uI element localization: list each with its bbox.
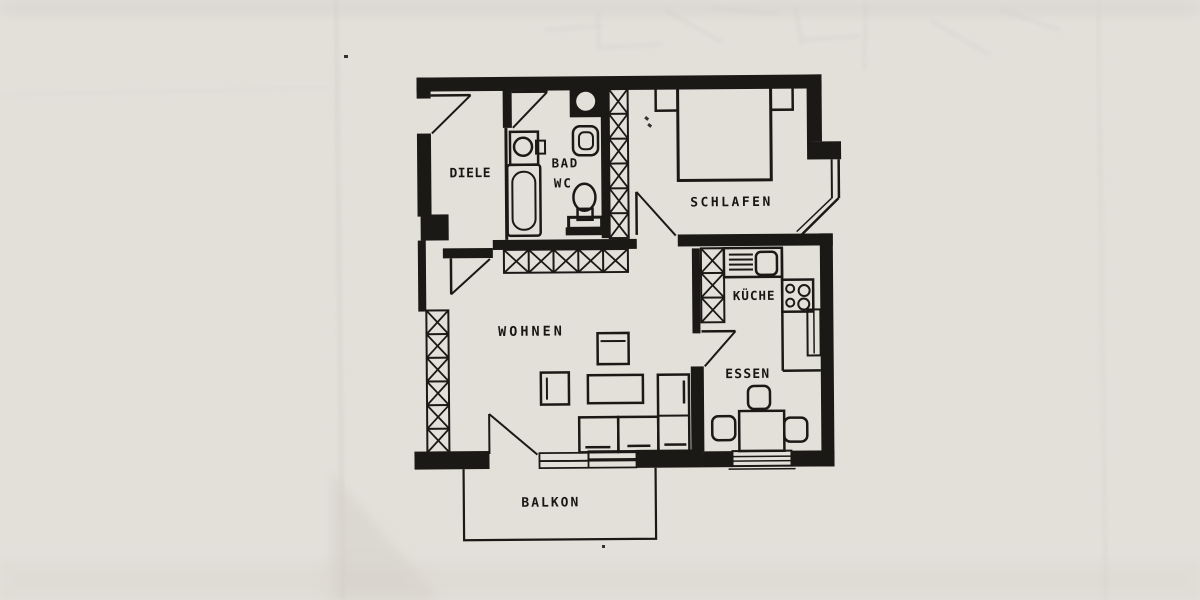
dining-chair-top	[746, 384, 772, 411]
window-sill	[728, 467, 796, 470]
wall-bottom-left-corner	[414, 451, 490, 470]
washing-machine-tab	[534, 139, 547, 155]
bathtub-inner	[511, 170, 537, 231]
essen-window	[728, 449, 796, 470]
wall-chamfer-inner	[796, 197, 832, 233]
kitchen-sink	[754, 250, 779, 277]
entrance-door	[430, 93, 472, 135]
wall-wohnen-kueche-upper	[691, 248, 701, 334]
coffee-table	[586, 373, 645, 405]
sofa	[577, 373, 691, 454]
wall-bad-right	[600, 89, 610, 239]
armchair-left	[539, 371, 571, 406]
wall-bottom-essen-left	[702, 451, 733, 468]
balcony-door-swing	[488, 413, 539, 456]
washbasin	[571, 124, 600, 157]
wohnen-wardrobe-strip	[502, 247, 630, 274]
room-label-wohnen: WOHNEN	[498, 323, 565, 340]
balcony-sliding-door	[538, 449, 638, 470]
toilet-bowl	[572, 182, 597, 213]
shaft-pipe-icon	[576, 91, 596, 111]
sink-drainer-icon	[728, 253, 754, 271]
toilet-neck	[576, 207, 594, 222]
stove	[780, 278, 815, 313]
bathroom-fixtures	[505, 88, 605, 238]
openings	[462, 449, 796, 542]
refrigerator	[806, 308, 822, 357]
armchair-top	[596, 331, 630, 366]
wall-right-lower	[819, 233, 835, 467]
wall-mid-horizontal-b	[677, 233, 833, 247]
balcony-outline	[462, 467, 658, 542]
wall-left-thin	[417, 240, 427, 312]
kueche-essen-door	[701, 329, 737, 367]
wall-bottom-essen-right	[791, 450, 835, 467]
hatched-strips	[425, 87, 726, 454]
wall-mid-horizontal-a	[492, 238, 637, 250]
wall-bottom-mid	[636, 449, 703, 468]
room-label-balkon: BALKON	[521, 495, 580, 510]
diele-wohnen-door	[449, 258, 491, 296]
nightstand-left	[654, 86, 680, 112]
toilet-slab	[565, 227, 605, 236]
room-label-kueche: KÜCHE	[733, 288, 776, 303]
bed	[676, 85, 773, 183]
kueche-fixtures	[722, 246, 822, 372]
wall-diele-bottom	[442, 247, 493, 259]
room-label-wc: WC	[554, 175, 573, 190]
washbasin-inner	[577, 131, 595, 151]
wall-wohnen-essen-lower	[690, 366, 705, 452]
dining-chair-left	[710, 414, 737, 442]
ink-specks	[344, 55, 653, 548]
ghost-bleedthrough-marks	[544, 1, 1061, 71]
room-label-diele: DIELE	[449, 166, 491, 181]
bad-schlafen-shaft-strip	[607, 87, 630, 240]
wall-right-step	[806, 141, 842, 160]
schlafen-furniture	[654, 85, 795, 183]
kueche-closet-strip	[699, 247, 726, 324]
floorplan-drawing: DIELE BAD WC SCHLAFEN WOHNEN KÜCHE ESSEN…	[414, 74, 842, 542]
wall-diele-bad	[502, 89, 512, 128]
wall-left-stub	[416, 77, 431, 99]
room-label-schlafen: SCHLAFEN	[690, 195, 773, 211]
room-label-essen: ESSEN	[725, 367, 770, 382]
room-labels: DIELE BAD WC SCHLAFEN WOHNEN KÜCHE ESSEN…	[449, 155, 776, 510]
wall-right-upper	[806, 74, 822, 142]
column-block	[420, 214, 449, 241]
bathroom-door	[511, 90, 548, 129]
doors	[430, 90, 737, 456]
room-label-bad: BAD	[552, 155, 579, 170]
wall-chamfer-outer	[799, 197, 840, 237]
washing-machine-door-icon	[512, 136, 534, 158]
wall-left-mid	[416, 133, 432, 217]
stove-burners-icon	[785, 283, 811, 311]
wohnen-left-window-strip	[425, 309, 451, 454]
bathtub	[505, 163, 542, 238]
wohnen-furniture	[539, 331, 691, 454]
schlafen-door	[635, 191, 677, 237]
nightstand-right	[769, 85, 795, 112]
dining-chair-right	[782, 416, 809, 443]
